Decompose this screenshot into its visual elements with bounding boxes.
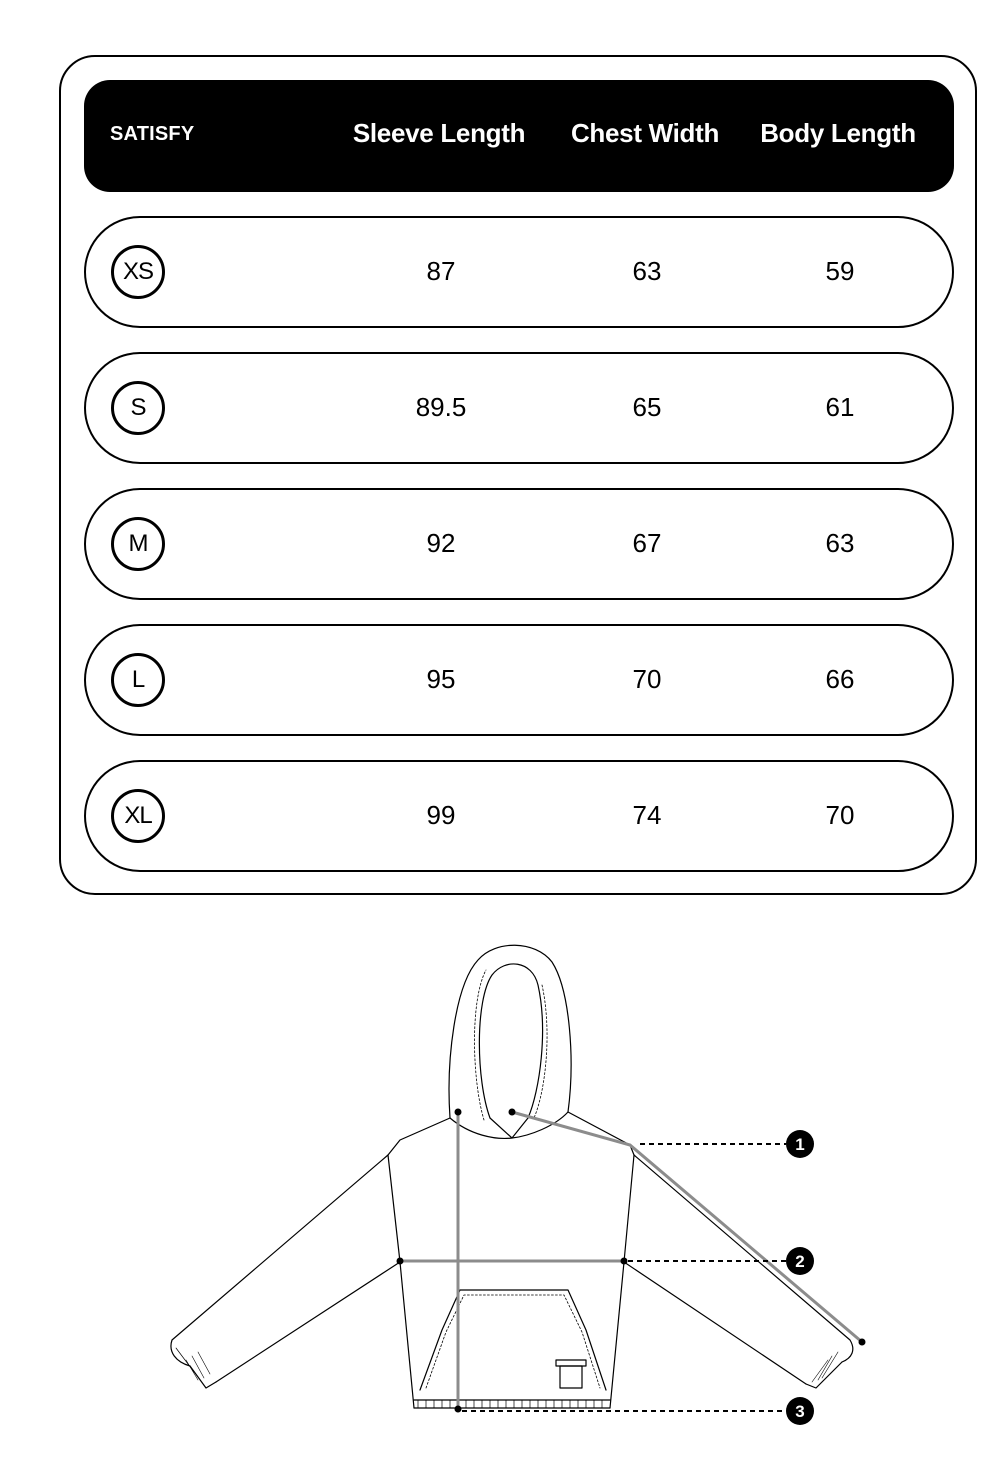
size-row-xl: XL 99 74 70 [84, 760, 954, 872]
size-badge: XS [111, 245, 165, 299]
body-length-value: 59 [825, 256, 855, 286]
body-length-value: 66 [825, 664, 855, 694]
body-length-value: 61 [825, 392, 855, 422]
chest-width-value: 65 [632, 392, 662, 422]
marker-2-label: 2 [795, 1252, 804, 1271]
column-header-chest-width: Chest Width [570, 118, 720, 148]
body-length-value: 63 [825, 528, 855, 558]
sleeve-length-value: 95 [426, 664, 456, 694]
size-badge: L [111, 653, 165, 707]
hoodie-measurement-diagram: 1 2 3 [0, 900, 988, 1468]
size-row-xs: XS 87 63 59 [84, 216, 954, 328]
sleeve-length-line [510, 1110, 864, 1344]
size-row-l: L 95 70 66 [84, 624, 954, 736]
marker-1-label: 1 [795, 1135, 804, 1154]
size-chart-header: SATISFY Sleeve Length Chest Width Body L… [84, 80, 954, 192]
body-length-value: 70 [825, 800, 855, 830]
marker-2: 2 [786, 1247, 814, 1275]
size-badge: M [111, 517, 165, 571]
column-header-sleeve-length: Sleeve Length [352, 118, 526, 148]
marker-3-label: 3 [795, 1402, 804, 1421]
brand-logo: SATISFY [110, 123, 195, 145]
hoodie-icon: 1 2 3 [170, 944, 866, 1425]
size-row-m: M 92 67 63 [84, 488, 954, 600]
sleeve-length-value: 99 [426, 800, 456, 830]
chest-width-value: 63 [632, 256, 662, 286]
column-header-body-length: Body Length [760, 118, 916, 148]
sleeve-length-value: 89.5 [415, 392, 467, 422]
sleeve-length-value: 92 [426, 528, 456, 558]
marker-1: 1 [786, 1130, 814, 1158]
chest-width-value: 70 [632, 664, 662, 694]
size-row-s: S 89.5 65 61 [84, 352, 954, 464]
chest-width-value: 74 [632, 800, 662, 830]
size-badge: S [111, 381, 165, 435]
sleeve-length-value: 87 [426, 256, 456, 286]
size-chart-card [59, 55, 977, 895]
marker-3: 3 [786, 1397, 814, 1425]
chest-width-value: 67 [632, 528, 662, 558]
size-badge: XL [111, 789, 165, 843]
